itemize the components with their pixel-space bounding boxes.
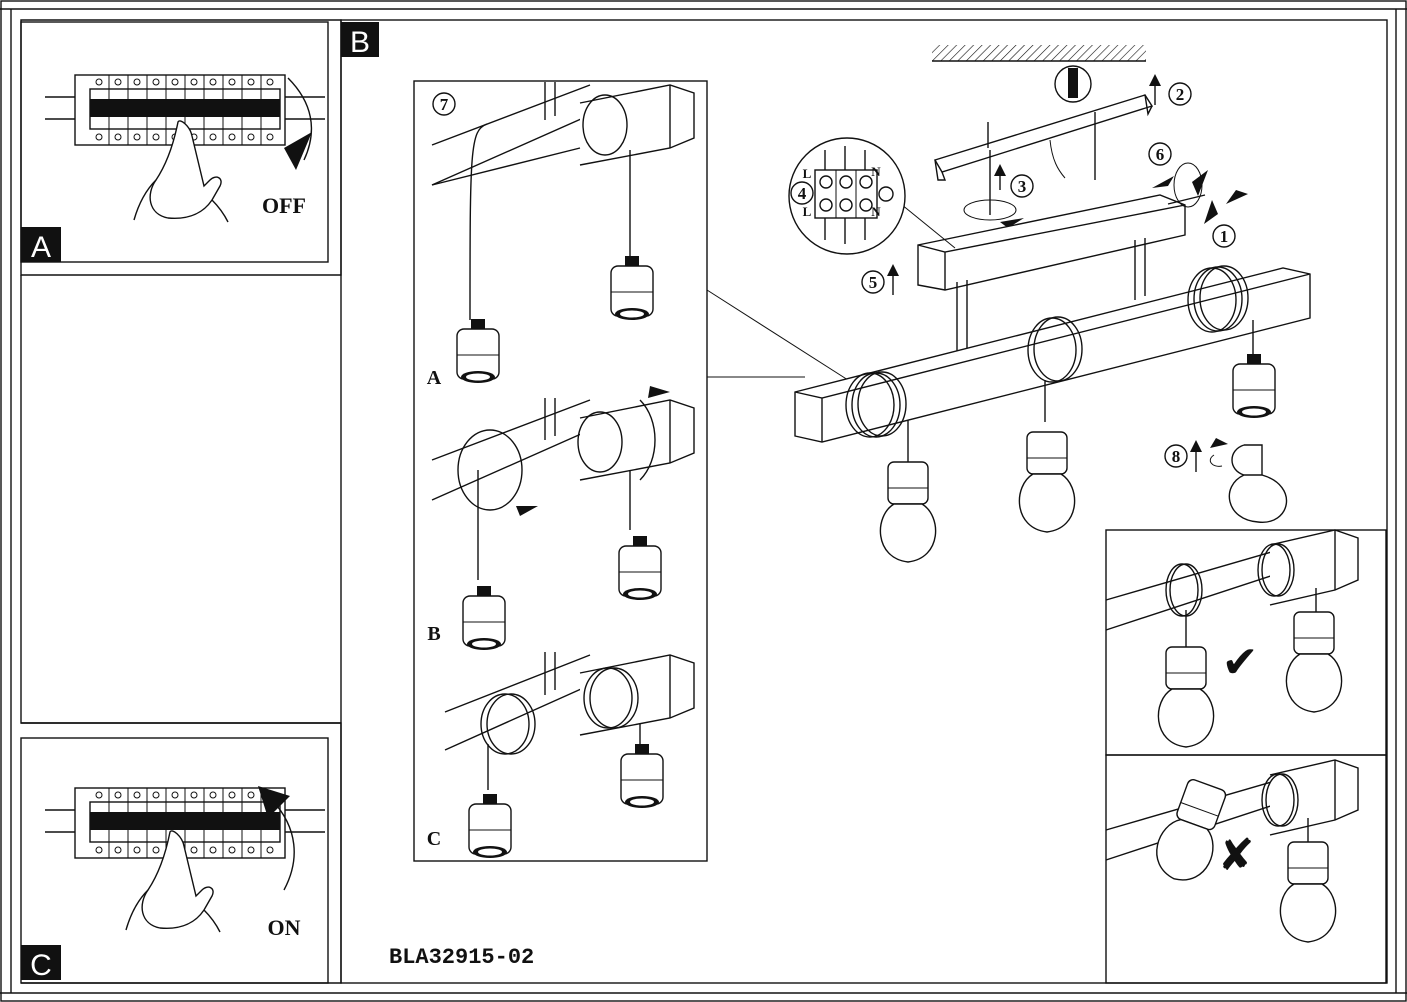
incorrect-inset: ✘: [1105, 754, 1387, 984]
step-7-label: 7: [440, 95, 449, 114]
step-8-label: 8: [1172, 447, 1181, 466]
panel-a: A OFF: [20, 19, 342, 276]
check-mark-icon: ✔: [1222, 637, 1259, 688]
light-bulb-icon: [1157, 646, 1215, 748]
wall-plug-icon: [1054, 65, 1092, 103]
step-7-inset: 7 A B: [413, 80, 708, 862]
variant-a-label: A: [427, 367, 442, 389]
lamp-socket-icon: [618, 535, 662, 601]
panel-c-tag-box: [21, 945, 61, 980]
lamp-socket-icon: [468, 793, 512, 859]
light-bulb-icon: [1228, 444, 1288, 523]
document-code: BLA32915-02: [389, 945, 534, 970]
lamp-socket-icon: [456, 318, 500, 384]
cross-mark-icon: ✘: [1218, 830, 1255, 881]
terminal-label-n-bottom: N: [871, 204, 881, 219]
panel-b: B: [340, 19, 1388, 984]
light-bulb-icon: [1018, 431, 1076, 533]
lamp-socket-icon: [610, 255, 654, 321]
panel-c: C ON: [20, 722, 342, 984]
step-1-label: 1: [1220, 227, 1229, 246]
step-6-label: 6: [1156, 145, 1165, 164]
light-bulb-icon: [1279, 841, 1337, 943]
on-label: ON: [268, 915, 301, 940]
beam: [794, 267, 1311, 443]
step-3-label: 3: [1018, 177, 1027, 196]
light-bulb-icon: [879, 461, 937, 563]
mounting-bracket: [933, 94, 1154, 173]
lamp-socket-icon: [1232, 353, 1276, 419]
turn-arrow-icon: [271, 799, 295, 891]
turn-arrow-icon: [287, 77, 313, 161]
variant-c-label: C: [427, 828, 441, 850]
panel-a-tag-box: [21, 227, 61, 262]
panel-c-tag: C: [30, 949, 52, 982]
light-bulb-icon: [1285, 611, 1343, 713]
panel-b-tag: B: [350, 26, 370, 59]
panel-a-tag: A: [31, 231, 51, 264]
off-label: OFF: [262, 193, 306, 218]
lamp-socket-icon: [620, 743, 664, 809]
lamp-socket-icon: [462, 585, 506, 651]
correct-inset: ✔: [1105, 529, 1387, 756]
panel-b-tag-box: [341, 22, 379, 57]
ceiling-hatch: [932, 45, 1146, 61]
step-4-label: 4: [798, 184, 807, 203]
step-2-label: 2: [1176, 85, 1185, 104]
variant-b-label: B: [427, 623, 440, 645]
terminal-label-n-top: N: [871, 164, 881, 179]
terminal-label-l-top: L: [803, 166, 812, 181]
step-5-label: 5: [869, 273, 878, 292]
main-fixture: 2 3 5 6 1: [788, 45, 1311, 563]
terminal-label-l-bottom: L: [803, 204, 812, 219]
